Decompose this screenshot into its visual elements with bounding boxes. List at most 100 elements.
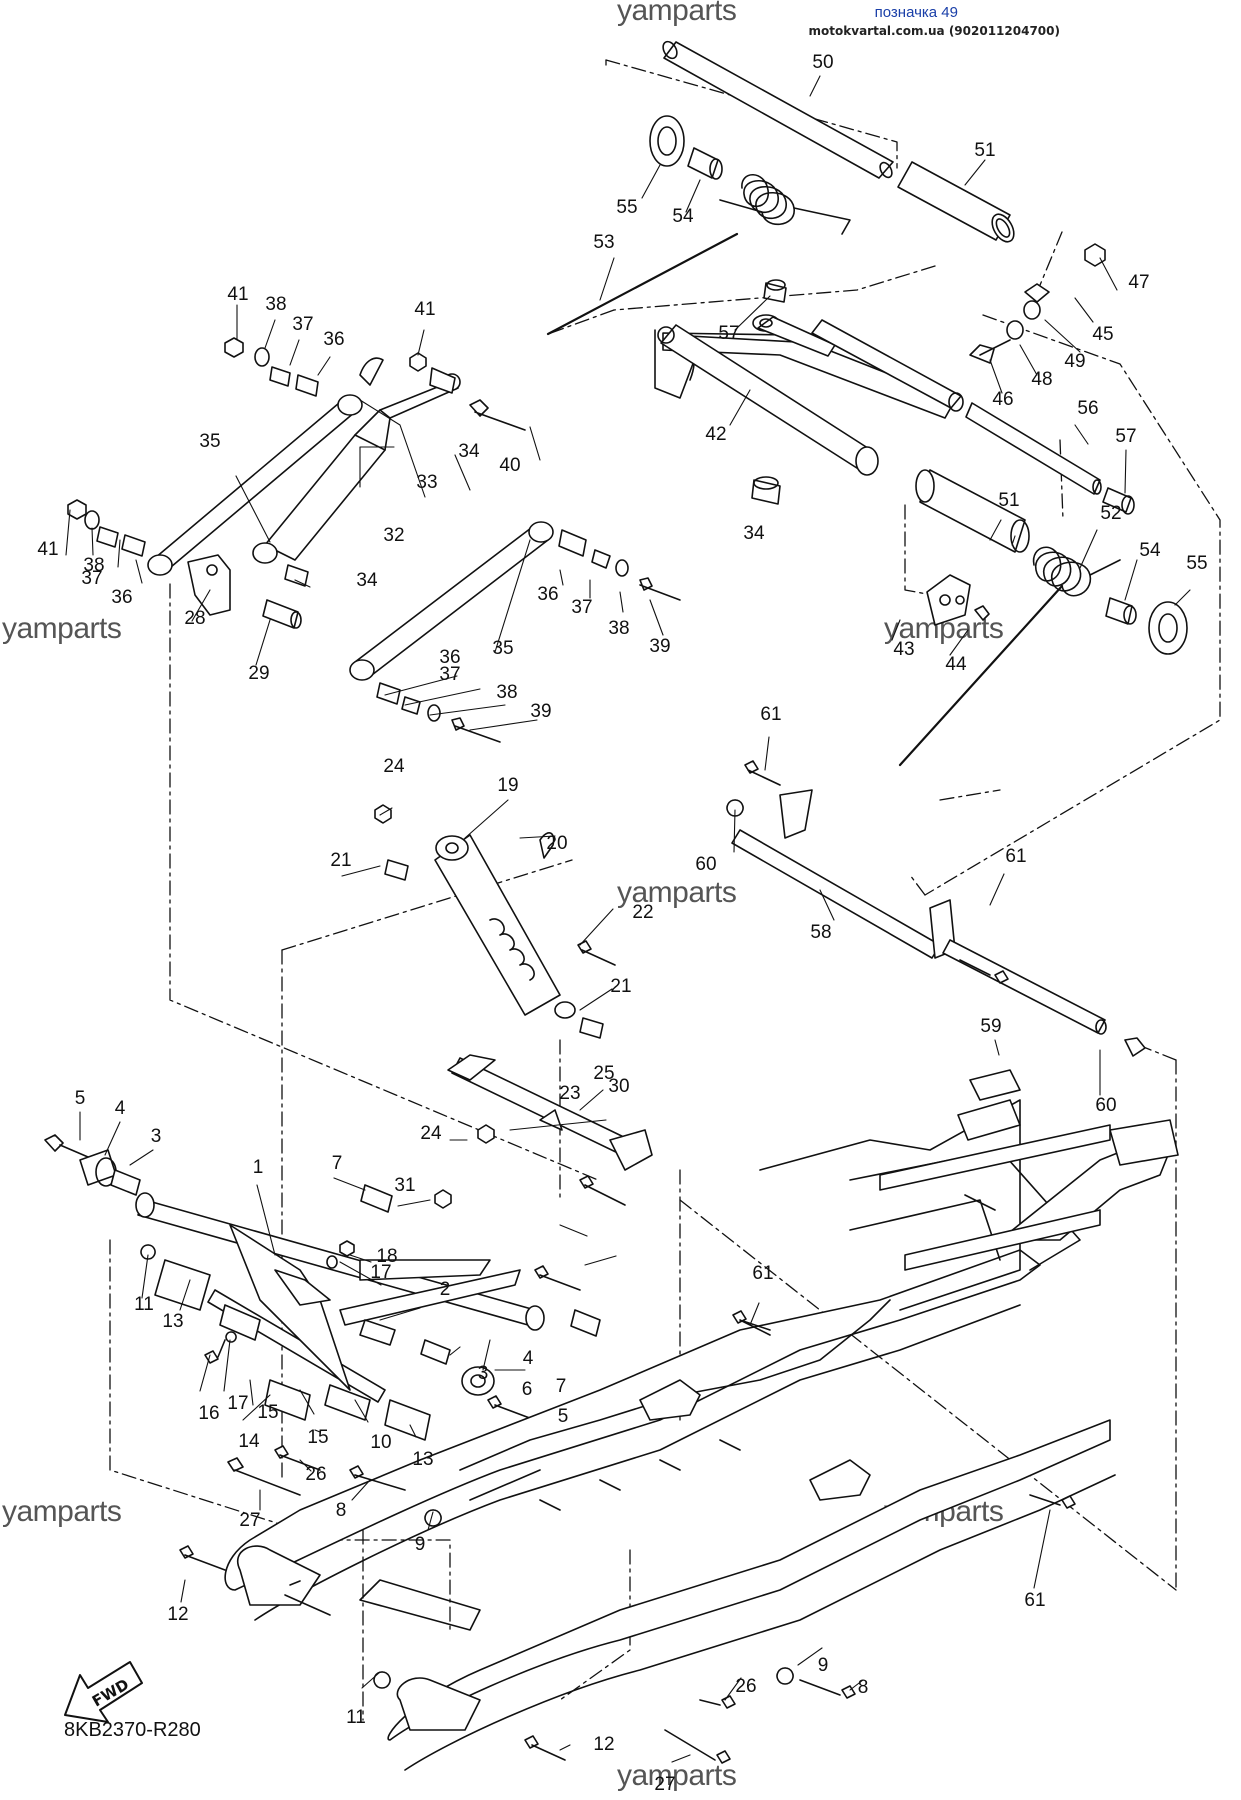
callout-42: 42 — [705, 424, 726, 445]
callout-13: 13 — [412, 1449, 433, 1470]
callout-55: 55 — [1186, 553, 1207, 574]
callout-41: 41 — [414, 299, 435, 320]
callout-12: 12 — [593, 1734, 614, 1755]
callout-46: 46 — [992, 389, 1013, 410]
spring-52-upper — [719, 173, 851, 235]
upper-shaft-50 — [662, 40, 894, 179]
callout-49: 49 — [1064, 351, 1085, 372]
callout-7: 7 — [556, 1376, 567, 1397]
callout-54: 54 — [1139, 540, 1161, 561]
callout-16: 16 — [198, 1403, 219, 1424]
callout-32: 32 — [383, 525, 404, 546]
callout-35: 35 — [492, 638, 513, 659]
callout-61: 61 — [1024, 1590, 1045, 1611]
collar-54-upper — [687, 147, 723, 180]
cross-shaft-25 — [447, 1054, 653, 1206]
callout-53: 53 — [593, 232, 614, 253]
callout-27: 27 — [239, 1510, 260, 1531]
watermark-center: yamparts — [617, 876, 737, 909]
callout-9: 9 — [818, 1655, 829, 1676]
callout-1: 1 — [253, 1157, 264, 1178]
fwd-arrow-icon — [64, 1661, 143, 1723]
callout-18: 18 — [376, 1246, 397, 1267]
callout-34: 34 — [743, 523, 765, 544]
source-site-label: motokvartal.com.ua (902011204700) — [808, 24, 1060, 38]
callout-27: 27 — [654, 1774, 675, 1795]
callout-41: 41 — [37, 539, 58, 560]
callout-20: 20 — [546, 833, 567, 854]
callout-14: 14 — [238, 1431, 260, 1452]
callout-61: 61 — [1005, 846, 1026, 867]
callout-17: 17 — [227, 1393, 248, 1414]
spring-52-lower — [898, 546, 1121, 767]
callout-60: 60 — [1095, 1095, 1116, 1116]
callout-29: 29 — [248, 663, 269, 684]
callout-6: 6 — [522, 1379, 533, 1400]
callout-56: 56 — [1077, 398, 1098, 419]
bolts-lower — [179, 1194, 1076, 1764]
callout-26: 26 — [735, 1676, 756, 1697]
assembly-guide-lines — [109, 59, 1221, 1721]
callout-39: 39 — [649, 636, 670, 657]
callout-13: 13 — [162, 1311, 183, 1332]
callout-19: 19 — [497, 775, 518, 796]
callout-11: 11 — [134, 1294, 154, 1315]
callout-61: 61 — [752, 1263, 773, 1284]
washer-55-upper — [649, 115, 685, 167]
callout-15: 15 — [257, 1402, 278, 1423]
callout-38: 38 — [608, 618, 629, 639]
callout-2: 2 — [440, 1279, 451, 1300]
callout-17: 17 — [370, 1262, 391, 1283]
callout-38: 38 — [83, 555, 104, 576]
rod-53-upper — [546, 232, 739, 336]
callout-26: 26 — [305, 1464, 326, 1485]
callout-40: 40 — [499, 455, 520, 476]
rail-58-59 — [726, 760, 1146, 1057]
callout-43: 43 — [893, 639, 914, 660]
watermark-left-lower: yamparts — [2, 1495, 122, 1528]
callout-9: 9 — [415, 1534, 426, 1555]
callout-37: 37 — [81, 568, 102, 589]
front-arm-1 — [44, 1134, 601, 1441]
link-35-lower — [349, 521, 554, 681]
callout-15: 15 — [307, 1427, 328, 1448]
callout-35: 35 — [199, 431, 220, 452]
callout-61: 61 — [760, 704, 781, 725]
callout-23: 23 — [559, 1083, 580, 1104]
callout-3: 3 — [478, 1363, 489, 1384]
callout-41: 41 — [227, 284, 248, 305]
bracket-43-pin-44 — [926, 574, 990, 626]
callout-33: 33 — [416, 472, 437, 493]
callout-37: 37 — [439, 664, 460, 685]
diagram-reference-title: позначка 49 — [874, 4, 958, 21]
callout-34: 34 — [458, 441, 480, 462]
callout-36: 36 — [537, 584, 558, 605]
collar-54-lower — [1105, 597, 1137, 625]
callout-47: 47 — [1128, 272, 1149, 293]
callout-36: 36 — [439, 647, 460, 668]
callout-11: 11 — [346, 1707, 366, 1728]
watermark-left-upper: yamparts — [2, 612, 122, 645]
callout-44: 44 — [945, 654, 967, 675]
callout-60: 60 — [695, 854, 716, 875]
callout-12: 12 — [167, 1604, 188, 1625]
collar-34-mid — [751, 476, 781, 505]
callout-30: 30 — [608, 1076, 629, 1097]
watermark-top: yamparts — [617, 0, 737, 27]
callout-4: 4 — [115, 1098, 126, 1119]
callout-54: 54 — [672, 206, 694, 227]
callout-34: 34 — [356, 570, 378, 591]
callout-5: 5 — [558, 1406, 569, 1427]
callout-7: 7 — [332, 1153, 343, 1174]
callout-45: 45 — [1092, 324, 1113, 345]
callout-24: 24 — [383, 756, 405, 777]
callout-55: 55 — [616, 197, 637, 218]
callout-58: 58 — [810, 922, 831, 943]
callout-48: 48 — [1031, 369, 1052, 390]
slide-rail-frame — [224, 1069, 1179, 1771]
callout-24: 24 — [420, 1123, 442, 1144]
small-hardware-left — [67, 337, 681, 743]
washer-55-lower — [1148, 601, 1188, 655]
callout-37: 37 — [571, 597, 592, 618]
